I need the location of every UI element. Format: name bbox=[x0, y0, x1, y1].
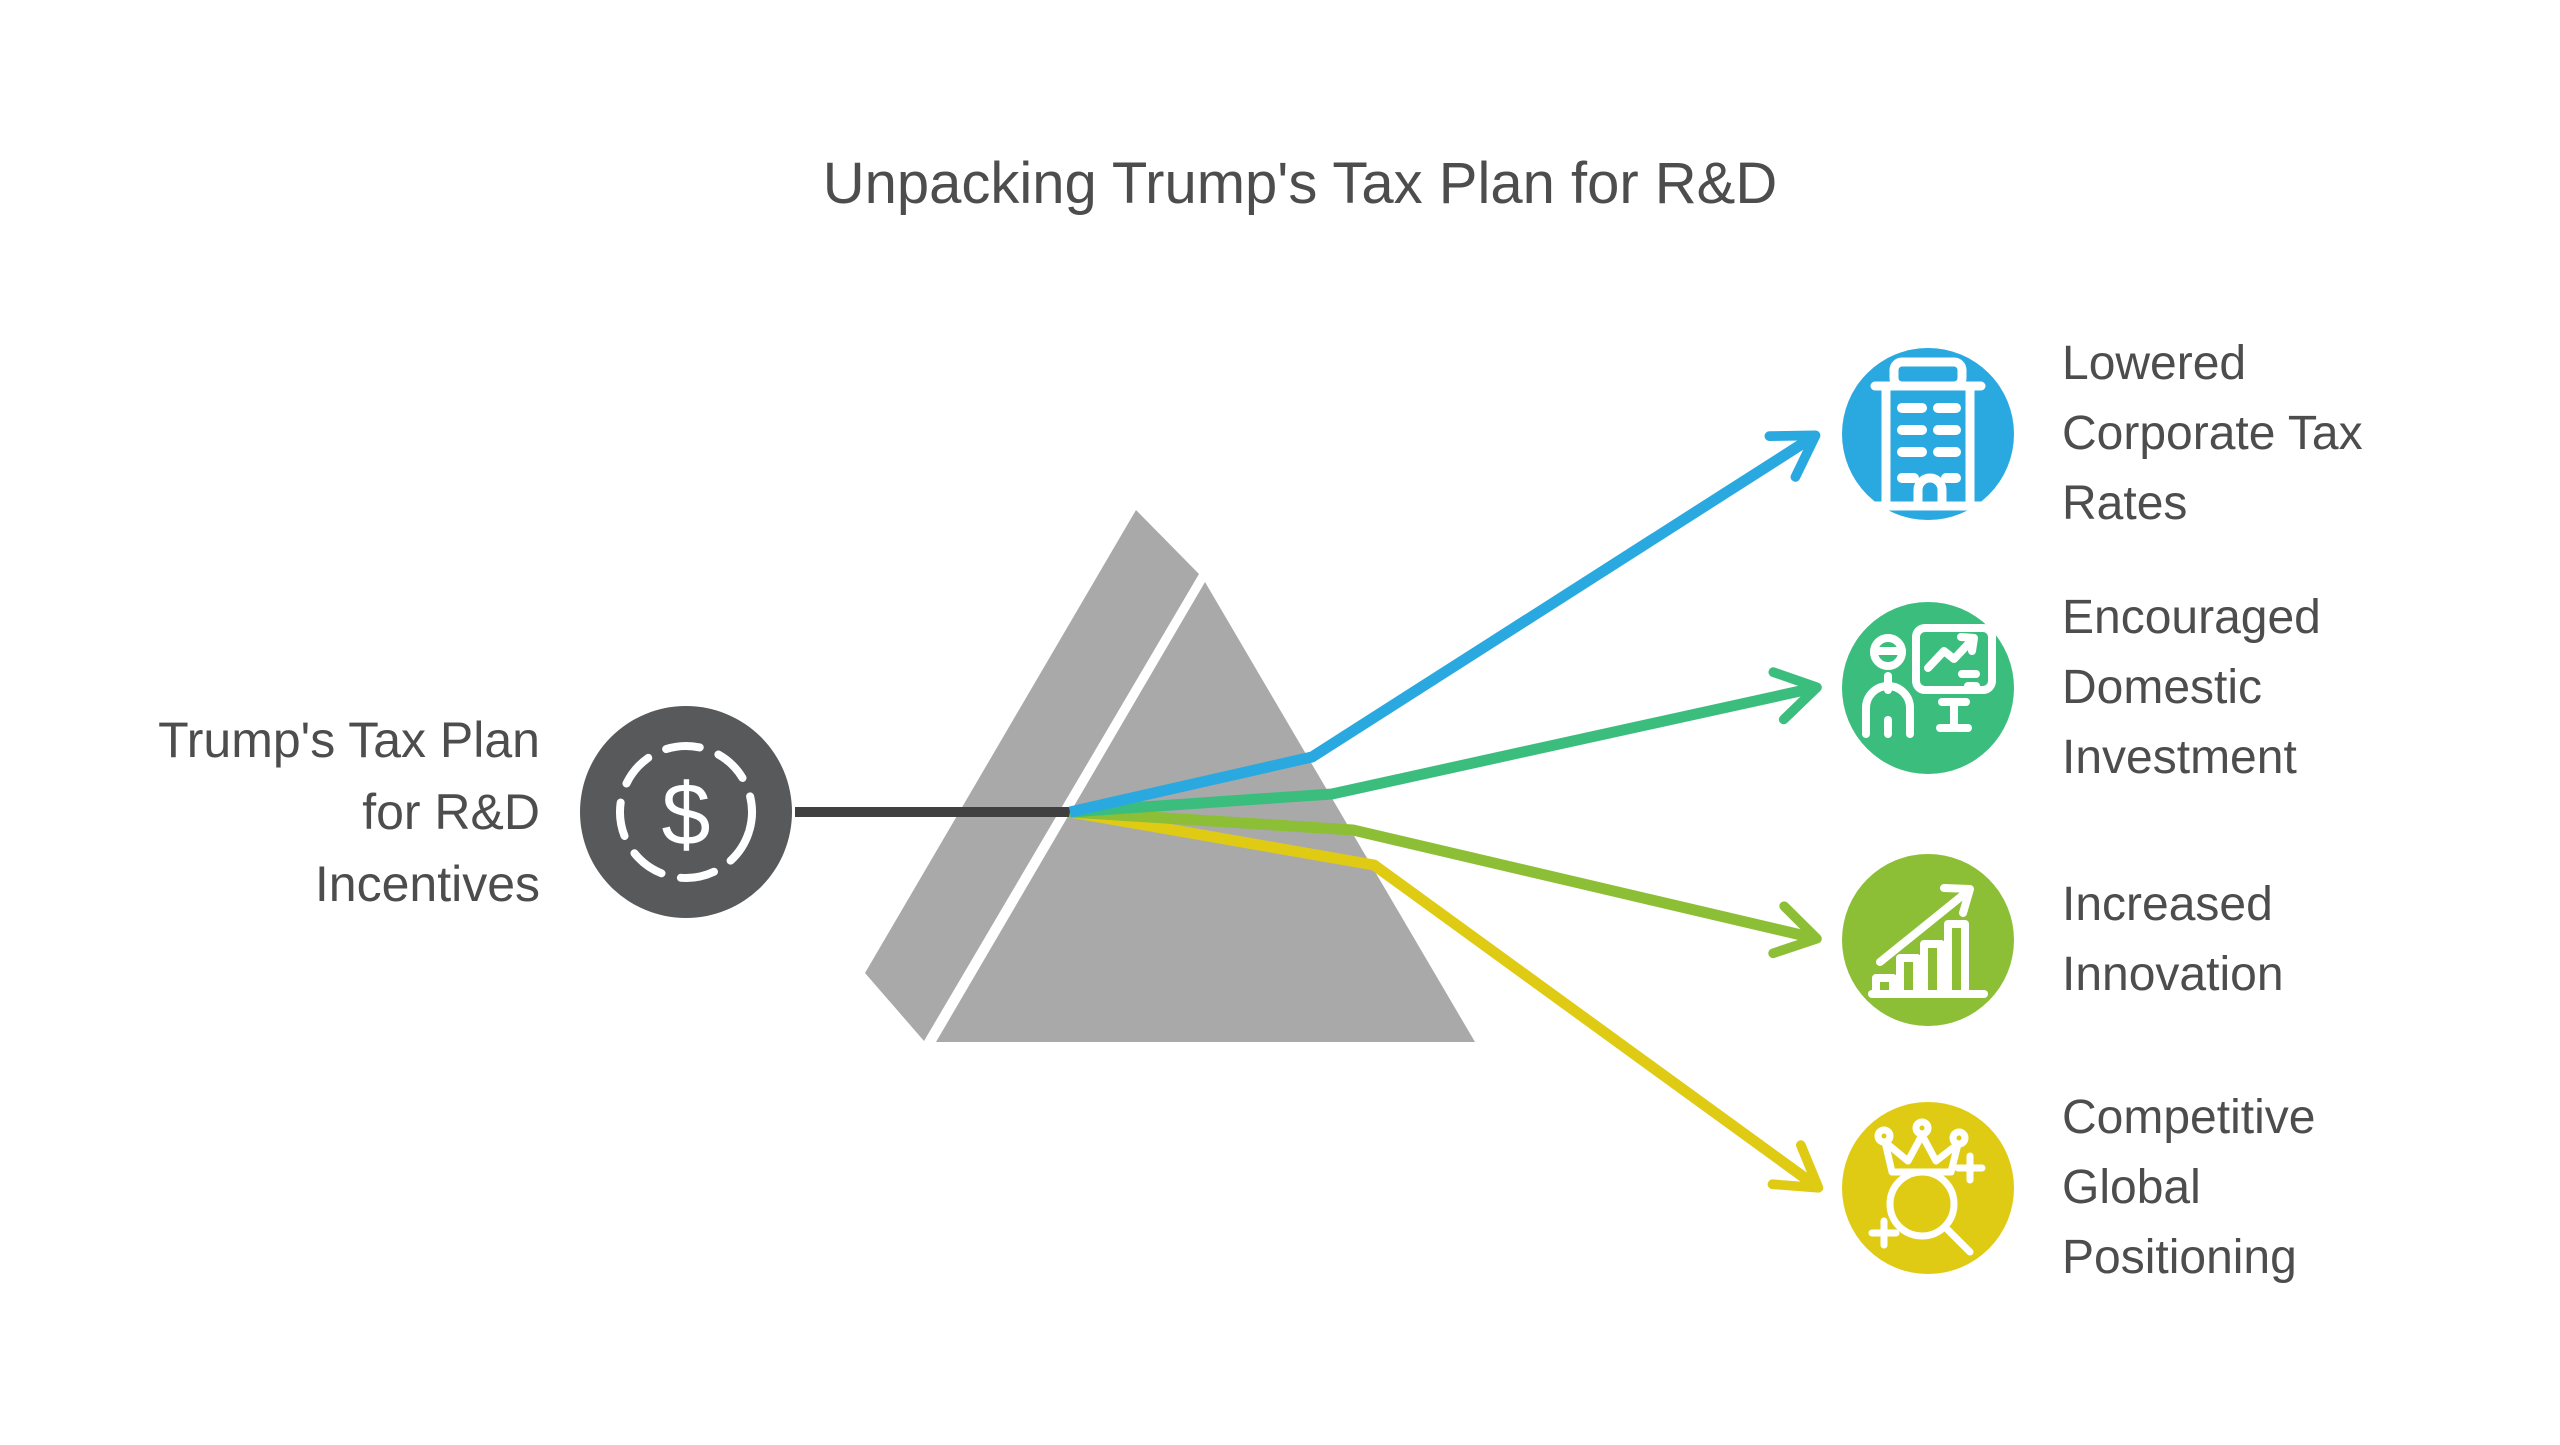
outcome-label-line: Corporate Tax bbox=[2062, 407, 2363, 460]
refracted-rays bbox=[1068, 430, 1824, 1193]
ray-lowered-corporate-tax-rates bbox=[1068, 430, 1821, 818]
outcome-label-line: Investment bbox=[2062, 731, 2297, 784]
outcome-label-competitive-global-positioning: Competitive Global Positioning bbox=[2062, 1083, 2532, 1293]
ray-encouraged-domestic-investment bbox=[1069, 667, 1822, 818]
outcome-label-line: Domestic bbox=[2062, 661, 2263, 714]
outcome-label-line: Global bbox=[2062, 1161, 2201, 1214]
ray-competitive-global-positioning bbox=[1069, 806, 1824, 1193]
office-building-icon bbox=[1842, 348, 2014, 520]
source-label: Trump's Tax Plan for R&D Incentives bbox=[0, 704, 540, 920]
outcome-label-lowered-corporate-tax-rates: Lowered Corporate Tax Rates bbox=[2062, 329, 2532, 539]
outcome-label-line: Encouraged bbox=[2062, 591, 2321, 644]
outcome-label-line: Lowered bbox=[2062, 337, 2247, 390]
dollar-symbol: $ bbox=[662, 765, 711, 864]
dollar-coin-icon: $ bbox=[580, 706, 792, 918]
source-label-line: for R&D bbox=[362, 784, 540, 840]
source-label-line: Incentives bbox=[314, 856, 540, 912]
source-label-line: Trump's Tax Plan bbox=[158, 712, 540, 768]
outcome-label-line: Increased bbox=[2062, 878, 2273, 931]
outcome-label-line: Positioning bbox=[2062, 1231, 2297, 1284]
presenter-whiteboard-icon bbox=[1842, 602, 2014, 774]
crown-magnifier-icon bbox=[1842, 1102, 2014, 1274]
ray-increased-innovation bbox=[1069, 806, 1822, 959]
outcome-label-line: Competitive bbox=[2062, 1091, 2316, 1144]
growth-bar-chart-icon bbox=[1842, 854, 2014, 1026]
outcome-label-encouraged-domestic-investment: Encouraged Domestic Investment bbox=[2062, 583, 2532, 793]
prism-triangle bbox=[865, 510, 1475, 1042]
page-title: Unpacking Trump's Tax Plan for R&D bbox=[822, 151, 1778, 216]
outcome-label-increased-innovation: Increased Innovation bbox=[2062, 870, 2532, 1010]
outcome-label-line: Innovation bbox=[2062, 948, 2284, 1001]
outcome-label-line: Rates bbox=[2062, 477, 2188, 530]
